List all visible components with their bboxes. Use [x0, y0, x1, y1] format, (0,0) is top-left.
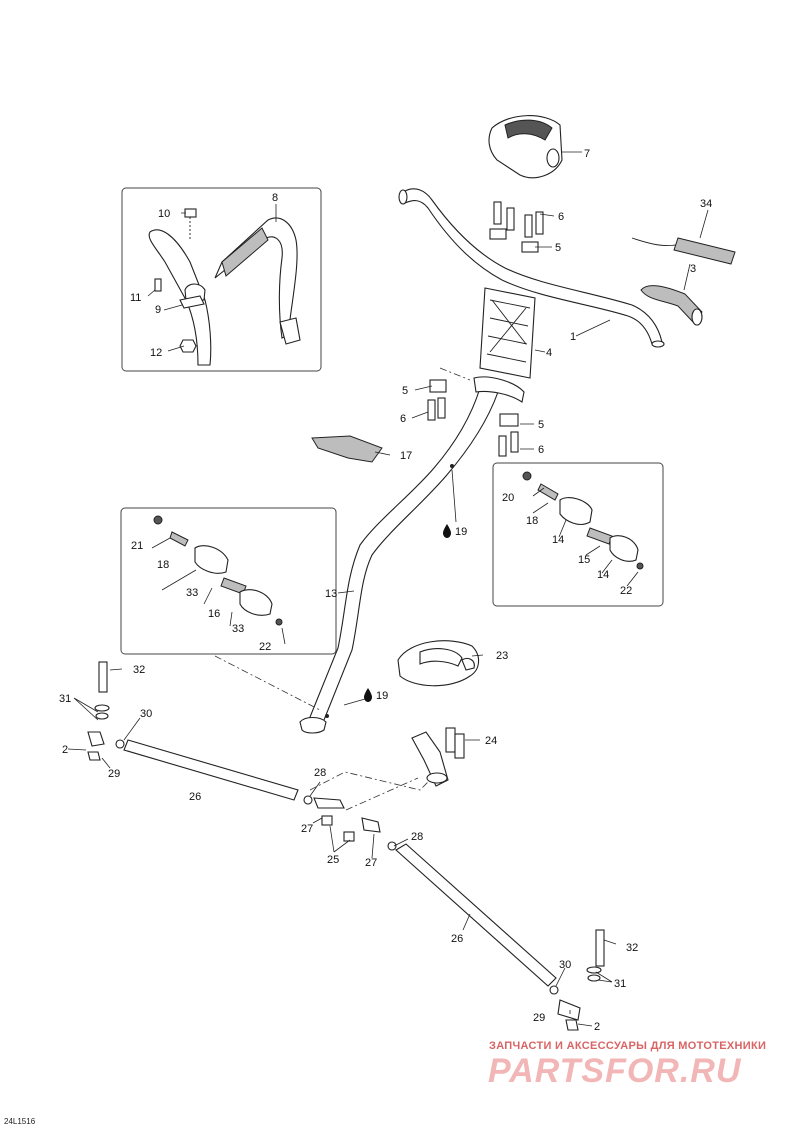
- callout: 12: [150, 347, 162, 359]
- callout: 6: [400, 413, 406, 425]
- reference-code: 24L1516: [4, 1117, 36, 1126]
- callout: 6: [538, 444, 544, 456]
- callout: 25: [327, 854, 339, 866]
- callout: 29: [108, 768, 120, 780]
- callout: 22: [259, 641, 271, 653]
- callout: 21: [131, 540, 143, 552]
- plate-17: [311, 435, 383, 463]
- detail-inset-right: [492, 462, 664, 607]
- clamp-plate-9: [179, 295, 205, 309]
- steering-arm-24: [411, 727, 465, 787]
- alignment-line: [309, 769, 441, 791]
- steering-column-13: [299, 376, 525, 734]
- callout: 19: [455, 526, 467, 538]
- callout: 19: [376, 690, 388, 702]
- callout: 33: [232, 623, 244, 635]
- callout: 5: [538, 419, 544, 431]
- callout: 4: [546, 347, 552, 359]
- callout: 17: [400, 450, 412, 462]
- callout: 33: [186, 587, 198, 599]
- callout: 28: [411, 831, 423, 843]
- callout: 5: [555, 242, 561, 254]
- alignment-line: [214, 655, 321, 711]
- callout: 28: [314, 767, 326, 779]
- callout: 14: [552, 534, 564, 546]
- tie-rod-left: [87, 661, 345, 809]
- handlebar-1: [398, 188, 665, 348]
- handlebar-grip-detail: [148, 217, 301, 366]
- pin-11: [154, 278, 162, 292]
- callout: 14: [597, 569, 609, 581]
- callout: 16: [208, 608, 220, 620]
- callout: 34: [700, 198, 712, 210]
- throttle-lever-34: [631, 237, 736, 265]
- callout: 32: [626, 942, 638, 954]
- callout: 7: [584, 148, 590, 160]
- callout: 23: [496, 650, 508, 662]
- callout: 27: [301, 823, 313, 835]
- callout: 24: [485, 735, 497, 747]
- callout-labels: 7 8 10 11 9 12 34 6 5 3 1 4 5 6 5 6 17 2…: [59, 148, 712, 1033]
- callout: 32: [133, 664, 145, 676]
- callout: 11: [130, 292, 141, 304]
- riser-clamp-top: [489, 201, 544, 253]
- column-support-parts: [153, 515, 283, 626]
- callout: 9: [155, 304, 161, 316]
- callout: 8: [272, 192, 278, 204]
- callout: 15: [578, 554, 590, 566]
- callout: 26: [451, 933, 463, 945]
- callout: 29: [533, 1012, 545, 1024]
- tie-rod-right: [395, 843, 605, 1031]
- callout: 1: [570, 331, 576, 343]
- callout: 13: [325, 588, 337, 600]
- callout: 31: [59, 693, 71, 705]
- drop-icon: [443, 524, 451, 538]
- callout: 5: [402, 385, 408, 397]
- steering-boot-23: [397, 640, 480, 687]
- riser-4: [479, 287, 536, 379]
- watermark-logo: PARTSFOR.RU: [488, 1052, 742, 1090]
- link-parts-middle: [321, 815, 397, 851]
- callout: 18: [526, 515, 538, 527]
- column-bearing-parts: [522, 471, 644, 570]
- callout: 30: [559, 959, 571, 971]
- callout: 18: [157, 559, 169, 571]
- callout: 27: [365, 857, 377, 869]
- watermark-tagline: ЗАПЧАСТИ И АКСЕССУАРЫ ДЛЯ МОТОТЕХНИКИ: [489, 1040, 767, 1052]
- alignment-line: [439, 367, 471, 381]
- drop-icon: [364, 688, 372, 702]
- callout: 22: [620, 585, 632, 597]
- callout: 6: [558, 211, 564, 223]
- column-clamp-right: [498, 413, 519, 457]
- callout: 10: [158, 208, 170, 220]
- nut-12: [179, 339, 197, 353]
- alignment-line: [345, 777, 419, 811]
- column-clamp-left: [427, 379, 447, 421]
- callout: 3: [690, 263, 696, 275]
- callout: 26: [189, 791, 201, 803]
- leader-lines: [67, 151, 709, 1027]
- callout: 30: [140, 708, 152, 720]
- callout: 31: [614, 978, 626, 990]
- handlebar-pad-7: [488, 115, 563, 179]
- callout: 20: [502, 492, 514, 504]
- callout: 2: [62, 744, 68, 756]
- callout: 2: [594, 1021, 600, 1033]
